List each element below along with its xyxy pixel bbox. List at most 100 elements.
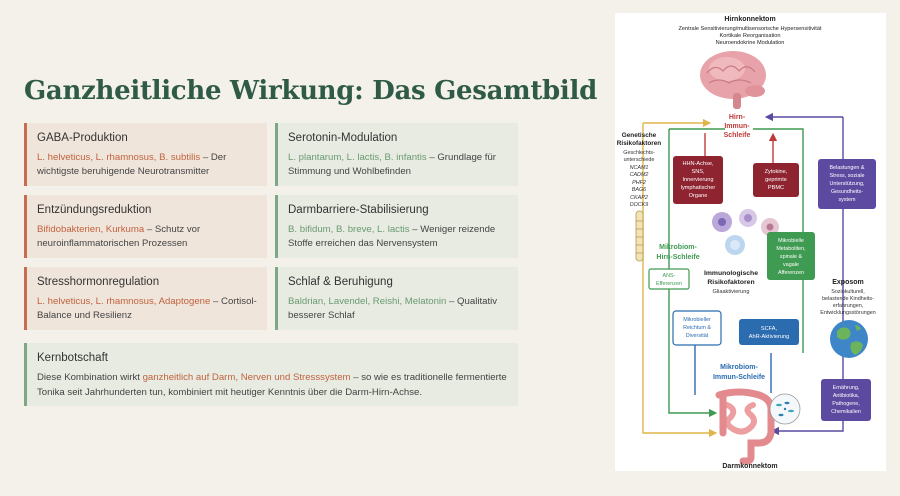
hirn-immun-label-2: Immun-: [724, 123, 750, 130]
ans-line: ANS-: [663, 273, 676, 279]
card-stresshormon: Stresshormonregulation L. helveticus, L.…: [24, 267, 267, 330]
card-text: – Der wichtigste beruhigende Neurotransm…: [37, 152, 227, 177]
belastungen-line: Unterstützung,: [829, 181, 865, 187]
zytokine-line: geprimte: [765, 177, 787, 183]
mikrobiom-hirn-label-2: Hirn-Schleife: [656, 254, 699, 261]
card-heading: GABA-Produktion: [37, 132, 128, 144]
darm-title: Darmkonnektom: [722, 463, 777, 470]
immune-cells-icon: [712, 209, 779, 255]
card-heading: Schlaf & Beruhigung: [288, 276, 393, 288]
ernaehrung-line: Ernährung,: [833, 385, 860, 391]
globe-icon: [830, 320, 868, 358]
zytokine-line: Zytokine,: [765, 169, 788, 175]
card-highlight: L. plantarum, L. lactis, B. infantis: [288, 152, 427, 163]
hhn-line: lymphatischer: [681, 185, 716, 191]
genetic-item: CKAP2: [630, 195, 648, 201]
kern-text-post: – so wie es traditionelle fermentierte T…: [37, 372, 507, 398]
hhn-box: [673, 156, 723, 204]
ans-line: Efferenzen: [656, 281, 682, 287]
metaboliten-line: vagale: [783, 262, 799, 268]
kernbotschaft-box: Kernbotschaft Diese Kombination wirkt ga…: [24, 343, 518, 406]
genetic-item: Geschlechts-: [623, 150, 655, 156]
belastungen-line: Stress, soziale: [829, 173, 864, 179]
card-highlight: B. bifidum, B. breve, L. lactis: [288, 224, 410, 235]
exposom-line: Entwicklungsstörungen: [820, 310, 875, 316]
ernaehrung-line: Pathogene,: [832, 401, 860, 407]
card-text: – Qualitativ besserer Schlaf: [288, 296, 498, 321]
scfa-line: SCFA,: [761, 326, 778, 332]
metaboliten-box: [767, 232, 815, 280]
belastungen-box: [818, 159, 876, 209]
genetic-item: CADM2: [630, 172, 649, 178]
card-heading: Darmbarriere-Stabilisierung: [288, 204, 429, 216]
chromosome-icon: [635, 210, 644, 262]
ans-box: [648, 268, 690, 290]
card-highlight: Baldrian, Lavendel, Reishi, Melatonin: [288, 296, 447, 307]
metaboliten-line: Afferenzen: [778, 270, 804, 276]
card-heading: Serotonin-Modulation: [288, 132, 398, 144]
card-heading: Stresshormonregulation: [37, 276, 160, 288]
card-schlaf: Schlaf & Beruhigung Baldrian, Lavendel, …: [275, 267, 518, 330]
reichtum-box: [672, 310, 722, 346]
gut-brain-figure: Hirnkonnektom Zentrale Sensitivierung/mu…: [615, 13, 886, 471]
reichtum-line: Diversität: [686, 333, 709, 339]
mikrobiom-hirn-label-1: Mikrobiom-: [659, 244, 697, 251]
hirn-immun-label-1: Hirn-: [729, 114, 746, 121]
hhn-line: SNS,: [691, 169, 705, 175]
card-darmbarriere: Darmbarriere-Stabilisierung B. bifidum, …: [275, 195, 518, 258]
reichtum-line: Reichtum &: [683, 325, 711, 331]
genetic-title-1: Genetische: [622, 132, 657, 139]
genetic-title-2: Risikofaktoren: [617, 140, 661, 147]
zytokine-line: PBMC: [768, 185, 784, 191]
zytokine-box: [753, 163, 799, 197]
hhn-line: Innervierung: [682, 177, 713, 183]
genetic-item: NCAM1: [630, 165, 649, 171]
exposom-line: Soziokulturell,: [831, 289, 865, 295]
exposom-line: belastende Kindheits-: [822, 296, 874, 302]
metaboliten-line: spinale &: [780, 254, 803, 260]
card-serotonin: Serotonin-Modulation L. plantarum, L. la…: [275, 123, 518, 186]
reichtum-line: Mikrobieller: [683, 317, 711, 323]
brain-icon: [700, 51, 766, 109]
ernaehrung-box: [821, 379, 871, 421]
genetic-item: unterschiede: [624, 157, 655, 163]
exposom-title: Exposom: [832, 279, 864, 286]
scfa-box: [739, 319, 799, 345]
exposom-line: erfahrungen,: [833, 303, 864, 309]
immun-title-1: Immunologische: [704, 270, 758, 277]
hirn-title: Hirnkonnektom: [724, 16, 775, 23]
genetic-item: DOCK9: [630, 202, 649, 208]
hirn-line-2: Kortikale Reorganisation: [720, 33, 781, 39]
hirn-immun-label-3: Schleife: [724, 132, 751, 139]
kern-highlight: ganzheitlich auf Darm, Nerven und Stress…: [142, 372, 351, 383]
hirn-line-3: Neuroendokrine Modulation: [716, 40, 785, 46]
metaboliten-line: Mikrobielle: [778, 238, 804, 244]
card-gaba: GABA-Produktion L. helveticus, L. rhamno…: [24, 123, 267, 186]
card-entzuendung: Entzündungsreduktion Bifidobakterien, Ku…: [24, 195, 267, 258]
mikrobiom-immun-label-2: Immun-Schleife: [713, 374, 765, 381]
microbe-icon: [769, 393, 801, 425]
metaboliten-line: Metaboliten,: [776, 246, 806, 252]
hhn-line: HHN-Achse,: [682, 161, 714, 167]
ernaehrung-line: Antibiotika,: [833, 393, 860, 399]
card-highlight: L. helveticus, L. rhamnosus, B. subtilis: [37, 152, 201, 163]
hirn-line-1: Zentrale Sensitivierung/multisensorische…: [678, 26, 821, 32]
kern-text-pre: Diese Kombination wirkt: [37, 372, 143, 383]
card-highlight: L. helveticus, L. rhamnosus, Adaptogene: [37, 296, 211, 307]
intestine-icon: [715, 388, 775, 465]
card-text: – Grundlage für Stimmung und Wohlbefinde…: [288, 152, 496, 177]
card-heading: Entzündungsreduktion: [37, 204, 152, 216]
mikrobiom-immun-label-1: Mikrobiom-: [720, 364, 758, 371]
immun-sub: Gliaaktivierung: [713, 289, 750, 295]
card-text: – Cortisol-Balance und Resilienz: [37, 296, 257, 321]
kern-heading: Kernbotschaft: [37, 352, 108, 364]
genetic-item: PHF2: [632, 180, 646, 186]
card-text: – Weniger reizende Stoffe erreichen das …: [288, 224, 496, 249]
immun-title-2: Risikofaktoren: [707, 279, 754, 286]
belastungen-line: Gesundheits-: [831, 189, 863, 195]
belastungen-line: Belastungen &: [829, 165, 864, 171]
belastungen-line: system: [838, 197, 856, 203]
genetic-item: BAG6: [632, 187, 646, 193]
hhn-line: Organe: [689, 193, 708, 199]
scfa-line: AhR-Aktivierung: [749, 334, 789, 340]
